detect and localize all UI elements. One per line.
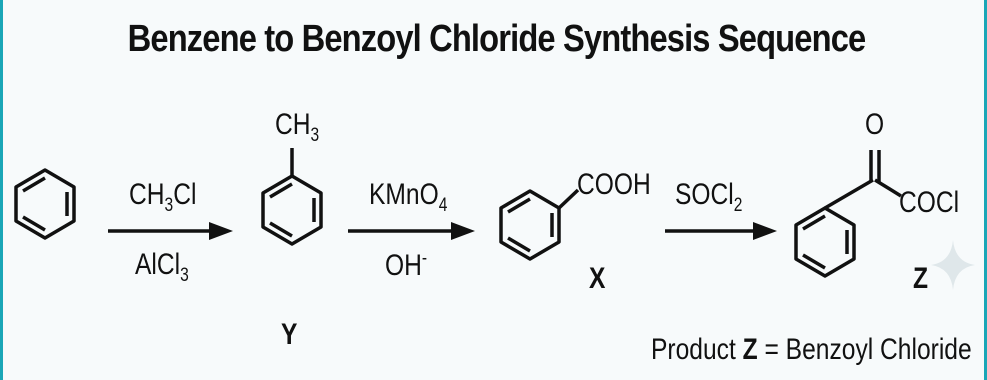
benzoic-acid-structure bbox=[499, 188, 580, 261]
product-caption: Product Z = Benzoyl Chloride bbox=[651, 333, 972, 366]
benzene-structure bbox=[14, 168, 76, 240]
sparkle-icon bbox=[931, 240, 975, 290]
reaction-arrow-2 bbox=[348, 222, 475, 240]
toluene-methyl-label: CH3 bbox=[275, 108, 320, 146]
reaction-scheme bbox=[14, 148, 975, 290]
step2-reagent-top: KMnO4 bbox=[369, 178, 448, 216]
step1-reagent-top: CH3Cl bbox=[129, 178, 197, 216]
compound-label-y: Y bbox=[281, 318, 298, 351]
compound-label-x: X bbox=[589, 262, 606, 295]
compound-label-z: Z bbox=[913, 262, 929, 295]
reaction-arrow-1 bbox=[108, 222, 233, 240]
step3-reagent-top: SOCl2 bbox=[675, 178, 743, 216]
product-substituent: COCl bbox=[899, 186, 960, 219]
step1-reagent-bottom: AlCl3 bbox=[135, 248, 189, 286]
benzoyl-chloride-structure bbox=[794, 150, 902, 278]
reaction-arrow-3 bbox=[665, 222, 777, 240]
toluene-structure bbox=[261, 148, 323, 246]
benzoic-acid-substituent: COOH bbox=[577, 168, 651, 201]
carbonyl-oxygen-label: O bbox=[865, 108, 885, 141]
step2-reagent-bottom: OH- bbox=[385, 248, 428, 282]
diagram-title: Benzene to Benzoyl Chloride Synthesis Se… bbox=[127, 18, 867, 60]
